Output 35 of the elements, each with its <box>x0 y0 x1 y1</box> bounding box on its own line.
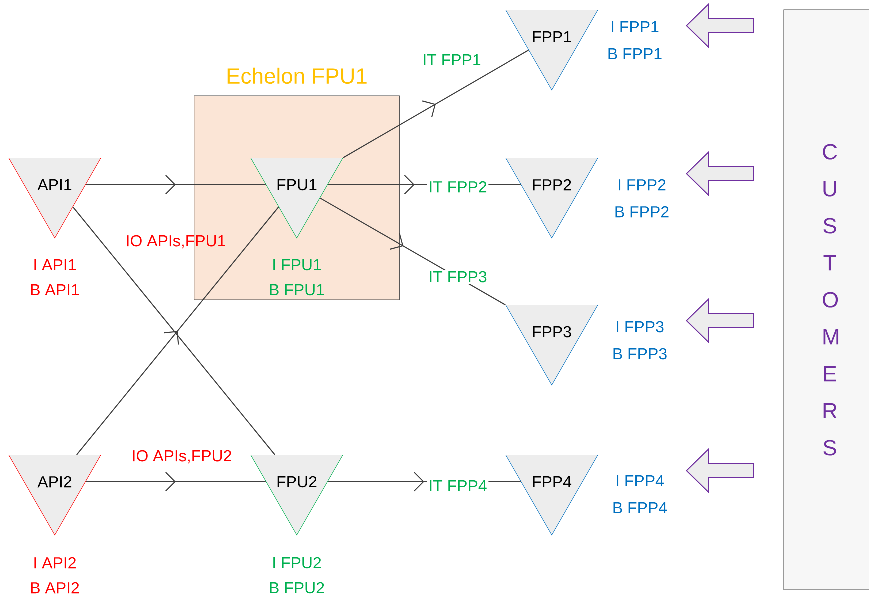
node-caption: I FPU1 <box>274 259 322 271</box>
edge-label: IT FPP1 <box>421 53 483 67</box>
node-caption: I FPP3 <box>617 321 664 333</box>
edge-label: IT FPP4 <box>427 479 489 493</box>
customers-panel: C U S T O M E R S <box>784 10 869 590</box>
triangle-node: FPU1 <box>250 158 344 239</box>
triangle-node: FPP2 <box>506 158 598 239</box>
edge-label: IT FPP2 <box>427 180 489 194</box>
triangle-node: FPP1 <box>506 10 598 91</box>
node-caption: B API2 <box>31 582 80 594</box>
node-caption: B FPP3 <box>614 348 667 360</box>
block-arrow <box>686 448 754 494</box>
block-arrow <box>686 151 754 197</box>
group-title: Echelon FPU1 <box>228 68 367 84</box>
node-caption: B API1 <box>31 284 80 296</box>
node-caption: B FPU2 <box>270 582 324 594</box>
node-caption: I API2 <box>34 557 76 569</box>
node-caption: B FPP4 <box>614 502 668 514</box>
triangle-node: FPU2 <box>250 455 344 536</box>
triangle-node: API1 <box>8 158 102 239</box>
node-caption: I FPP1 <box>612 22 659 32</box>
node-caption: B FPP2 <box>616 206 669 218</box>
block-arrow <box>686 3 754 49</box>
triangle-node: API2 <box>8 455 102 536</box>
node-caption: B FPP1 <box>608 48 662 60</box>
node-caption: I FPP4 <box>617 476 664 486</box>
node-caption: B FPU1 <box>270 284 324 296</box>
node-caption: I API1 <box>34 260 76 270</box>
block-arrow <box>686 298 754 344</box>
triangle-node: FPP3 <box>506 305 598 386</box>
edge-label: IT FPP3 <box>427 270 489 284</box>
node-caption: I FPU2 <box>274 557 322 569</box>
node-caption: I FPP2 <box>619 179 666 191</box>
flow-label: IO APIs,FPU2 <box>133 450 232 464</box>
triangle-node: FPP4 <box>506 455 598 536</box>
